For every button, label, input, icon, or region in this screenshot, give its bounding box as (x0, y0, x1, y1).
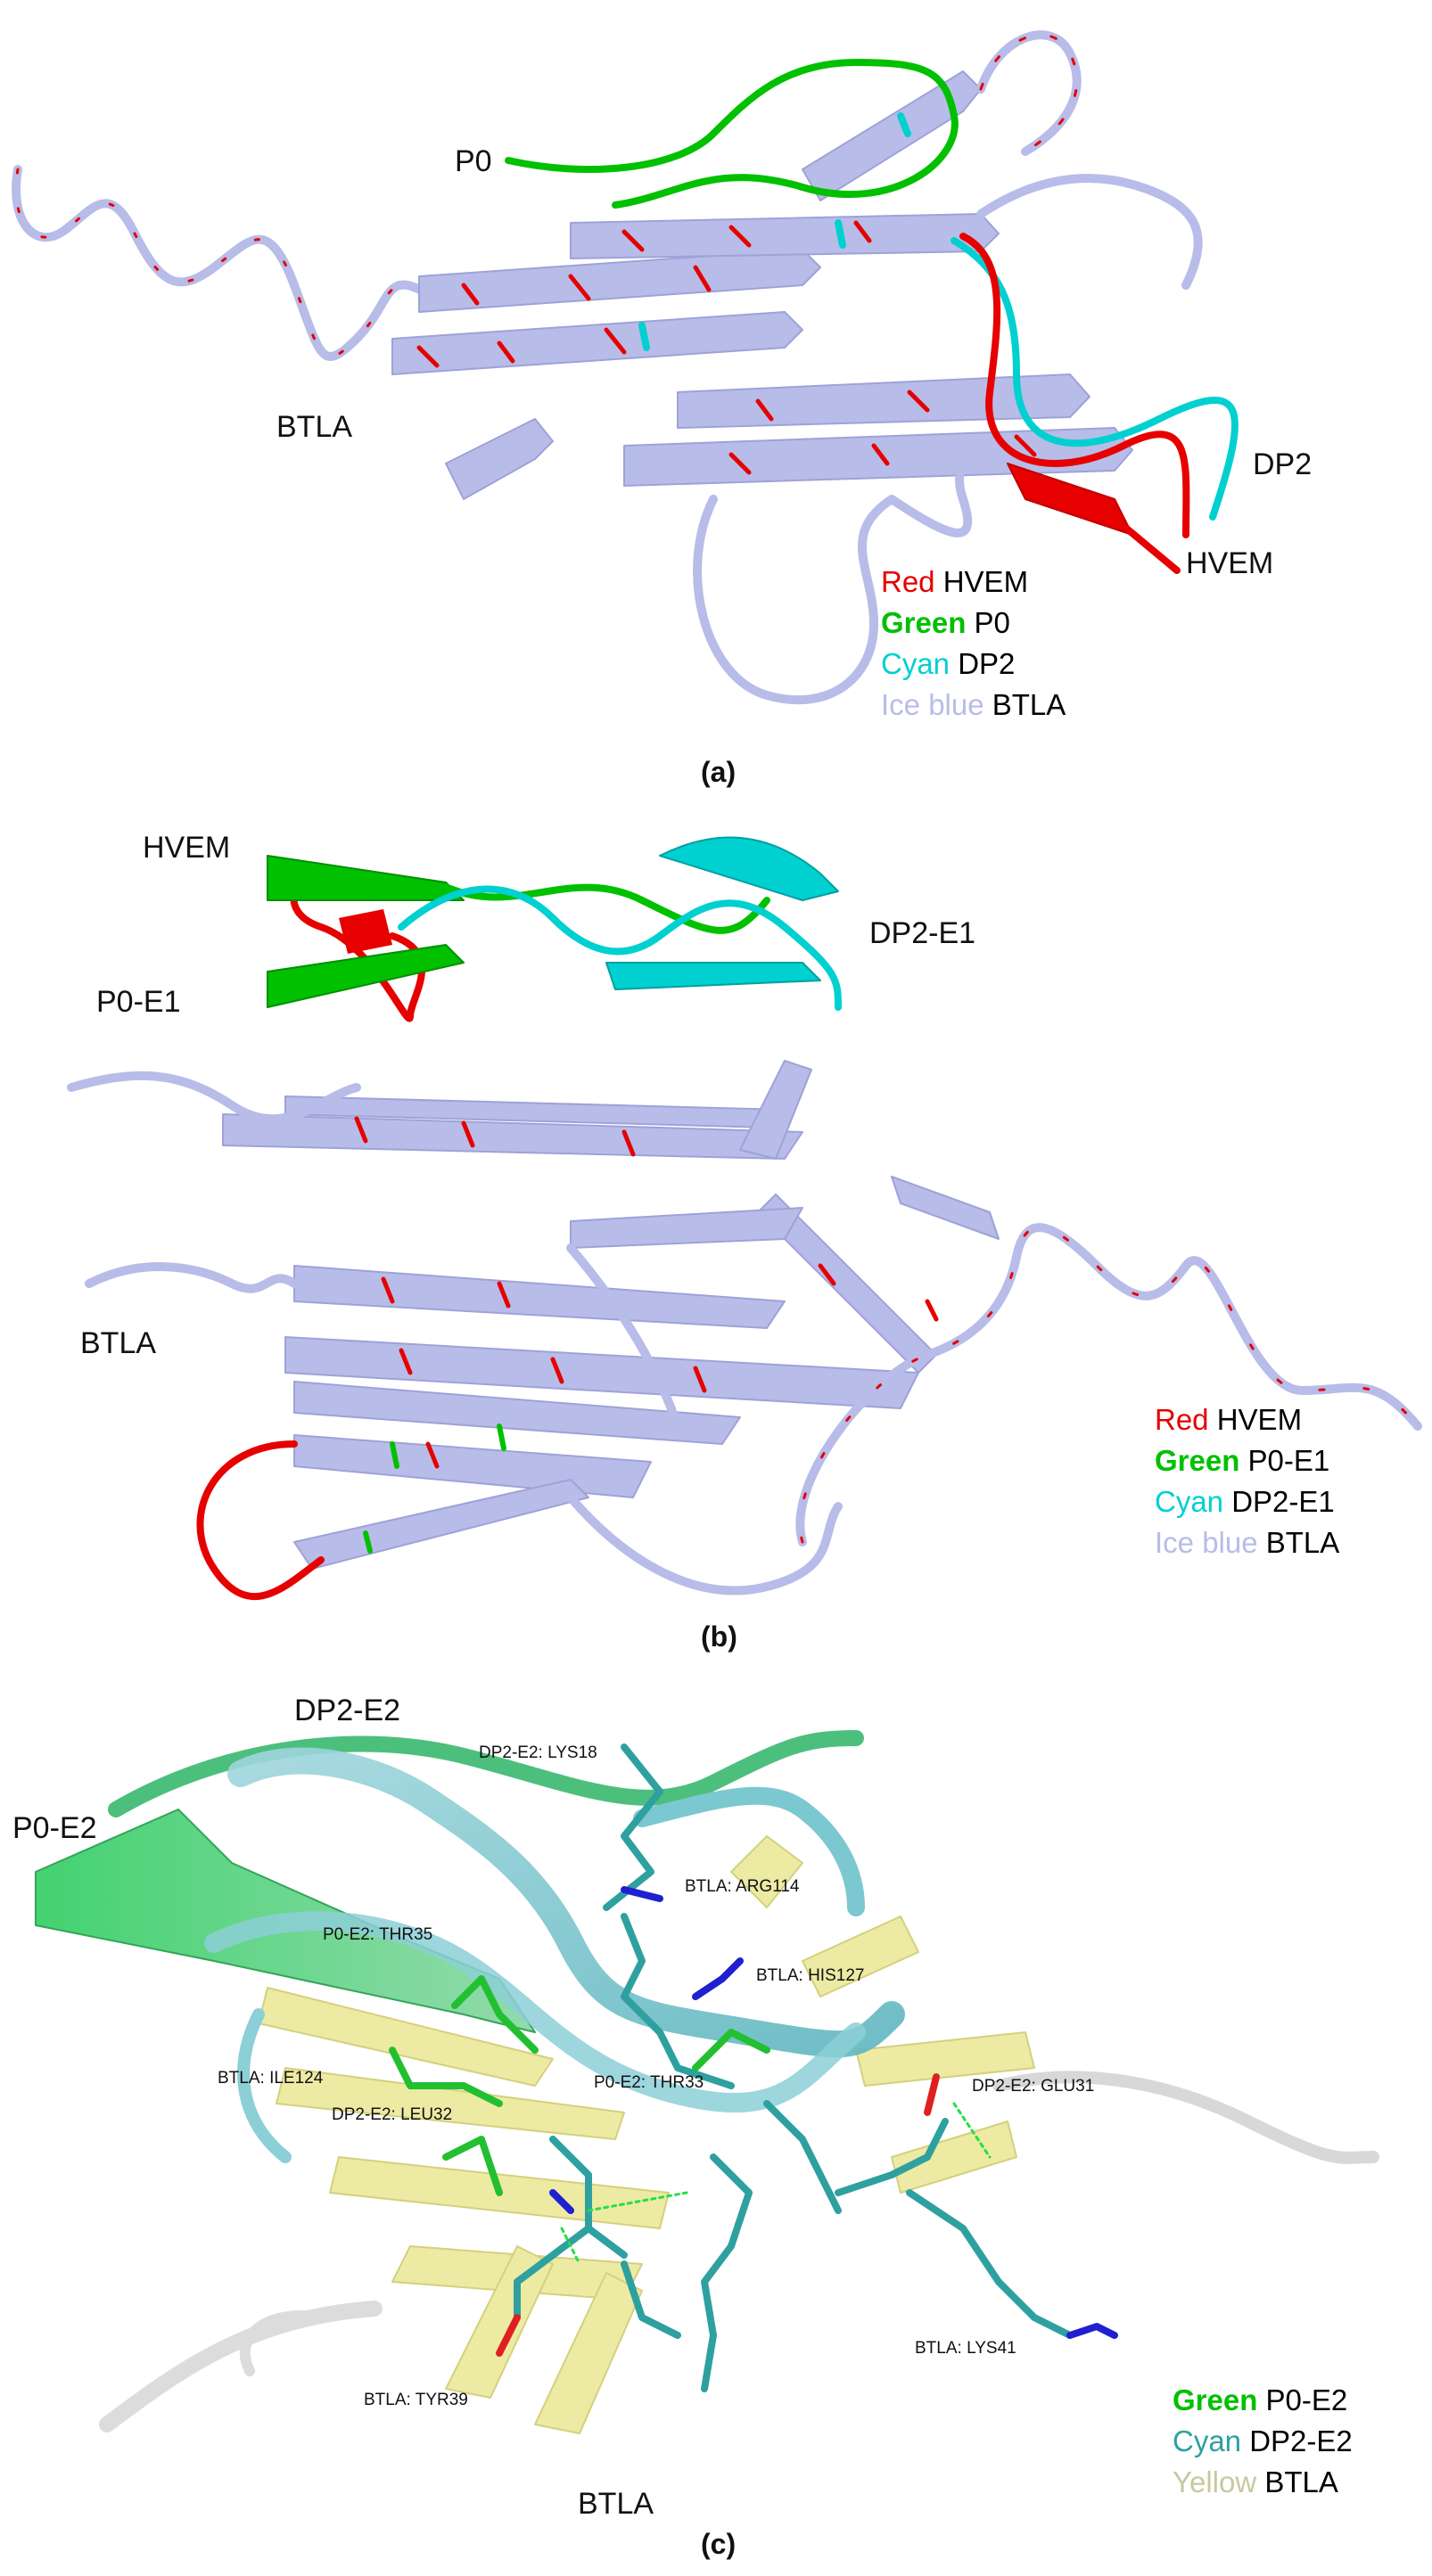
dp2-e1-strand-2 (605, 962, 821, 990)
residue-thr33: P0-E2: THR33 (594, 2073, 704, 2092)
dp2-e2-loop-left (237, 2008, 292, 2163)
dp2-e1-chain (398, 885, 842, 1011)
p0-e1-chain (442, 883, 770, 934)
p0-e1-strand-2 (267, 944, 465, 1008)
panel-b: HVEM P0-E1 DP2-E1 BTLA Red HVEM Green P0… (0, 802, 1432, 1694)
residue-lys18: DP2-E2: LYS18 (479, 1743, 597, 1762)
btla-loop-b-mid (566, 1243, 682, 1431)
legend-c-item-1: Cyan DP2-E2 (1173, 2424, 1353, 2457)
panel-c: DP2-E2 P0-E2 BTLA DP2-E2: LYS18 BTLA: AR… (0, 1694, 1432, 2576)
dp2-chain (951, 237, 1239, 521)
stick-models (389, 1743, 1118, 2392)
panel-a: P0 BTLA DP2 HVEM Red HVEM Green P0 Cyan … (0, 0, 1432, 802)
legend-a-item-0: Red HVEM (881, 565, 1029, 598)
btla-sheet-hvem-marks (416, 220, 1037, 475)
residue-lys41: BTLA: LYS41 (915, 2339, 1016, 2358)
legend-b-item-1: Green P0-E1 (1155, 1444, 1330, 1477)
btla-loop-c-left (239, 2310, 326, 2376)
legend-b-item-3: Ice blue BTLA (1155, 1526, 1340, 1559)
p0-chain (505, 59, 959, 209)
label-hvem: HVEM (1186, 546, 1274, 580)
btla-sheet-b-p0-marks (363, 1423, 506, 1554)
label-p0: P0 (455, 144, 492, 178)
label-btla: BTLA (276, 410, 353, 444)
panel-b-structure (67, 836, 1422, 1601)
legend-a-item-2: Cyan DP2 (881, 647, 1016, 680)
btla-sheet-b (222, 1060, 1000, 1570)
btla-loop-b-bottom (566, 1493, 843, 1596)
hydrogen-bonds (560, 2102, 992, 2266)
hvem-strand-b (339, 909, 392, 954)
hvem-chain (959, 233, 1190, 538)
btla-tail-c-left (99, 2301, 383, 2432)
legend-b-item-2: Cyan DP2-E1 (1155, 1485, 1335, 1518)
label-hvem-b: HVEM (143, 831, 231, 865)
label-dp2: DP2 (1253, 447, 1313, 481)
caption-b: (b) (701, 1620, 737, 1653)
label-p0-e1: P0-E1 (96, 985, 181, 1019)
legend-b-item-0: Red HVEM (1155, 1403, 1303, 1436)
btla-sheet-dp2-marks (638, 112, 911, 351)
btla-loop-right (887, 448, 1030, 537)
legend-b: Red HVEM Green P0-E1 Cyan DP2-E1 Ice blu… (1155, 1399, 1339, 1563)
btla-loop-bottom (693, 495, 896, 705)
legend-c-item-2: Yellow BTLA (1173, 2465, 1338, 2498)
legend-c-item-0: Green P0-E2 (1173, 2383, 1348, 2416)
label-btla-b: BTLA (80, 1326, 157, 1360)
legend-c: Green P0-E2 Cyan DP2-E2 Yellow BTLA (1173, 2380, 1353, 2503)
panel-a-structure (12, 30, 1239, 705)
hvem-tail (1120, 522, 1181, 574)
label-dp2-e1: DP2-E1 (869, 916, 976, 950)
caption-a: (a) (701, 756, 737, 788)
dp2-e2-ribbon-3 (633, 1786, 865, 1916)
residue-ile124: BTLA: ILE124 (218, 2069, 324, 2088)
legend-a: Red HVEM Green P0 Cyan DP2 Ice blue BTLA (881, 562, 1066, 726)
btla-sheet (391, 70, 1133, 500)
legend-a-item-1: Green P0 (881, 606, 1010, 639)
hvem-loop-b-bottom (196, 1440, 325, 1601)
btla-loop-top-right (976, 174, 1203, 290)
btla-loop-top-hvem-overlay (979, 33, 1079, 153)
label-p0-e2: P0-E2 (12, 1811, 97, 1845)
caption-c: (c) (701, 2528, 737, 2560)
label-dp2-e2: DP2-E2 (294, 1694, 401, 1727)
dp2-e2-ribbon (227, 1747, 905, 2058)
btla-loop-top (976, 30, 1082, 156)
btla-yellow-sheet (258, 1835, 1035, 2434)
residue-thr35: P0-E2: THR35 (323, 1925, 433, 1944)
residue-glu31: DP2-E2: GLU31 (972, 2077, 1095, 2096)
btla-loop-b-left2 (85, 1262, 299, 1293)
dp2-e1-strand-1 (659, 836, 839, 901)
residue-arg114: BTLA: ARG114 (685, 1877, 800, 1896)
legend-a-item-3: Ice blue BTLA (881, 688, 1066, 721)
btla-sheet-b-hvem-marks (354, 1116, 939, 1469)
p0-e1-strand-1 (267, 855, 465, 901)
dp2-e2-ribbon-2 (204, 1911, 866, 2112)
residue-leu32: DP2-E2: LEU32 (332, 2105, 453, 2124)
btla-tail-b (795, 1223, 1422, 1546)
panel-c-structure (35, 1730, 1379, 2434)
btla-tail (12, 165, 432, 361)
label-btla-c: BTLA (578, 2487, 654, 2521)
btla-tail-c-right (992, 2071, 1379, 2164)
btla-loop-b-left (67, 1071, 361, 1124)
hvem-strand (1007, 463, 1133, 536)
residue-his127: BTLA: HIS127 (756, 1966, 865, 1985)
residue-tyr39: BTLA: TYR39 (364, 2391, 468, 2409)
